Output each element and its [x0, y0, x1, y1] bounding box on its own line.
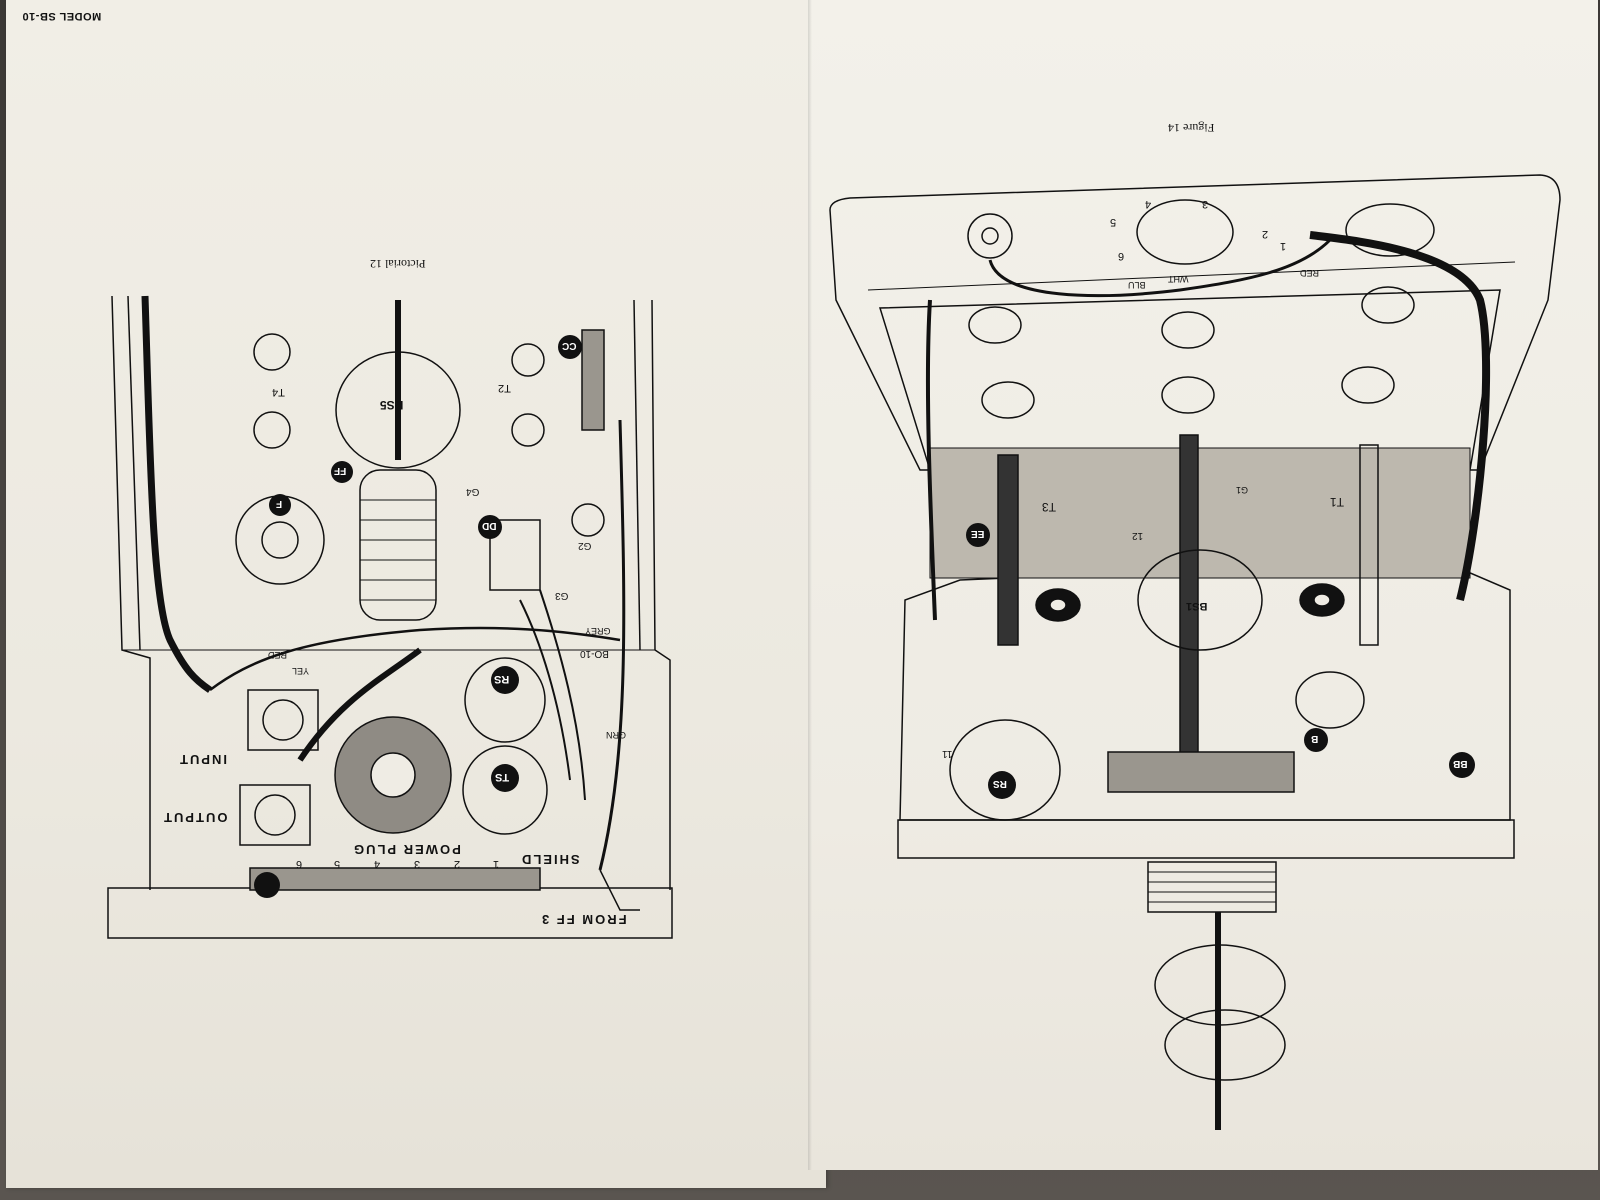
power-plug-label: POWER PLUG [352, 842, 461, 857]
tag-ee [966, 523, 990, 547]
part-label-bo10: BO-10 [580, 648, 609, 659]
part-label-rs-left: RS [494, 673, 510, 685]
part-label-bb: BB [1453, 758, 1468, 769]
lower-coil [1147, 861, 1277, 913]
dd-terminal [489, 519, 541, 591]
part-label-g3: G3 [555, 590, 569, 601]
part-label-rs-right: RS [993, 778, 1007, 789]
shield-label: SHIELD [520, 852, 580, 867]
rs-switch [464, 657, 546, 743]
chassis-front-rail [897, 819, 1515, 859]
cc-terminal-strip [581, 329, 605, 431]
wire-label-yel: YEL [292, 666, 310, 676]
terminal-4: 4 [374, 858, 381, 870]
part-label-bs1: BS1 [1186, 600, 1208, 612]
panel-jack-left [967, 213, 1013, 259]
tag-b [1304, 728, 1328, 752]
part-label-ts: TS [495, 771, 510, 783]
chassis-left-wall [111, 295, 151, 890]
socket-g2 [571, 503, 605, 537]
part-label-f: F [276, 498, 283, 509]
part-tags-right [966, 523, 1475, 799]
tag-bb [1449, 752, 1475, 778]
part-label-ee: EE [971, 528, 985, 539]
input-socket [247, 689, 319, 751]
terminal-1: 1 [493, 858, 500, 870]
chassis-right-wall [651, 299, 671, 890]
part-label-g2: G2 [578, 540, 592, 551]
left-page [6, 0, 826, 1188]
terminal-11: 11 [942, 748, 953, 759]
bs5-shaft-coil [359, 469, 437, 621]
part-label-ff: FF [334, 465, 347, 476]
part-label-b: B [1311, 733, 1319, 744]
wire-label-red: RED [268, 650, 288, 660]
panel-terminal-4: 4 [1145, 198, 1152, 210]
tag-ff [331, 461, 353, 483]
panel-terminal-6: 6 [1118, 250, 1125, 262]
shield-plate [929, 447, 1471, 579]
part-label-g1: G1 [1236, 485, 1249, 495]
figure-title: Figure 14 [1168, 121, 1215, 135]
power-terminal-strip [249, 867, 541, 891]
panel-terminal-3: 3 [1202, 198, 1209, 210]
t2-grommet [511, 343, 545, 377]
shaft-right [1359, 444, 1379, 646]
socket-b [1295, 671, 1365, 729]
wire-label-grey: GREY [585, 626, 611, 636]
tag-rs-right [988, 771, 1016, 799]
pictorial-title: Pictorial 12 [370, 257, 426, 271]
part-label-t3: T3 [1042, 500, 1057, 514]
ts-switch [462, 745, 548, 835]
terminal-2: 2 [454, 858, 461, 870]
rs-switch-right [949, 719, 1061, 821]
right-wire-label-blu: BLU [1128, 280, 1146, 290]
terminal-5: 5 [334, 858, 341, 870]
page-fold [808, 0, 812, 1170]
tag-rs-left [491, 666, 519, 694]
part-tags-left [254, 335, 582, 898]
input-label: INPUT [178, 752, 227, 767]
t4-grommet [253, 333, 291, 371]
shaft-center [1179, 434, 1199, 756]
right-wire-label-wht: WHT [1168, 274, 1189, 284]
panel-terminal-1: 1 [1280, 240, 1287, 252]
shielded-cable [141, 295, 212, 693]
front-panel [829, 174, 1561, 471]
panel-meter-right [1345, 203, 1435, 257]
part-label-t4: T4 [272, 386, 285, 398]
front-terminal-strip [1107, 751, 1295, 793]
lead-wire-left [925, 299, 937, 621]
terminal-12: 12 [1132, 530, 1144, 541]
from-ff3-label: FROM FF 3 [540, 912, 627, 927]
shaft-left [997, 454, 1019, 646]
right-wire-label-red: RED [1300, 268, 1320, 278]
tag-dd [478, 515, 502, 539]
panel-switch-center [1136, 199, 1234, 265]
braided-cable [1309, 231, 1491, 601]
model-label: MODEL SB-10 [22, 10, 102, 22]
terminal-3: 3 [414, 858, 421, 870]
output-socket [239, 784, 311, 846]
part-label-bs5: BS5 [380, 398, 404, 412]
part-label-t1: T1 [1330, 495, 1345, 509]
tag-ts [491, 764, 519, 792]
part-label-t2: T2 [498, 382, 511, 394]
part-label-dd: DD [482, 520, 497, 531]
tag-f [269, 494, 291, 516]
output-label: OUTPUT [162, 810, 228, 825]
part-label-cc: CC [562, 340, 577, 351]
bs1-switch [1137, 549, 1263, 651]
panel-terminal-2: 2 [1262, 228, 1269, 240]
wire-label-grn: GRN [606, 730, 626, 740]
tag-cc [558, 335, 582, 359]
panel-terminal-5: 5 [1110, 216, 1117, 228]
tag-ff-strip [254, 872, 280, 898]
part-label-g4: G4 [466, 486, 480, 497]
terminal-6: 6 [296, 858, 303, 870]
